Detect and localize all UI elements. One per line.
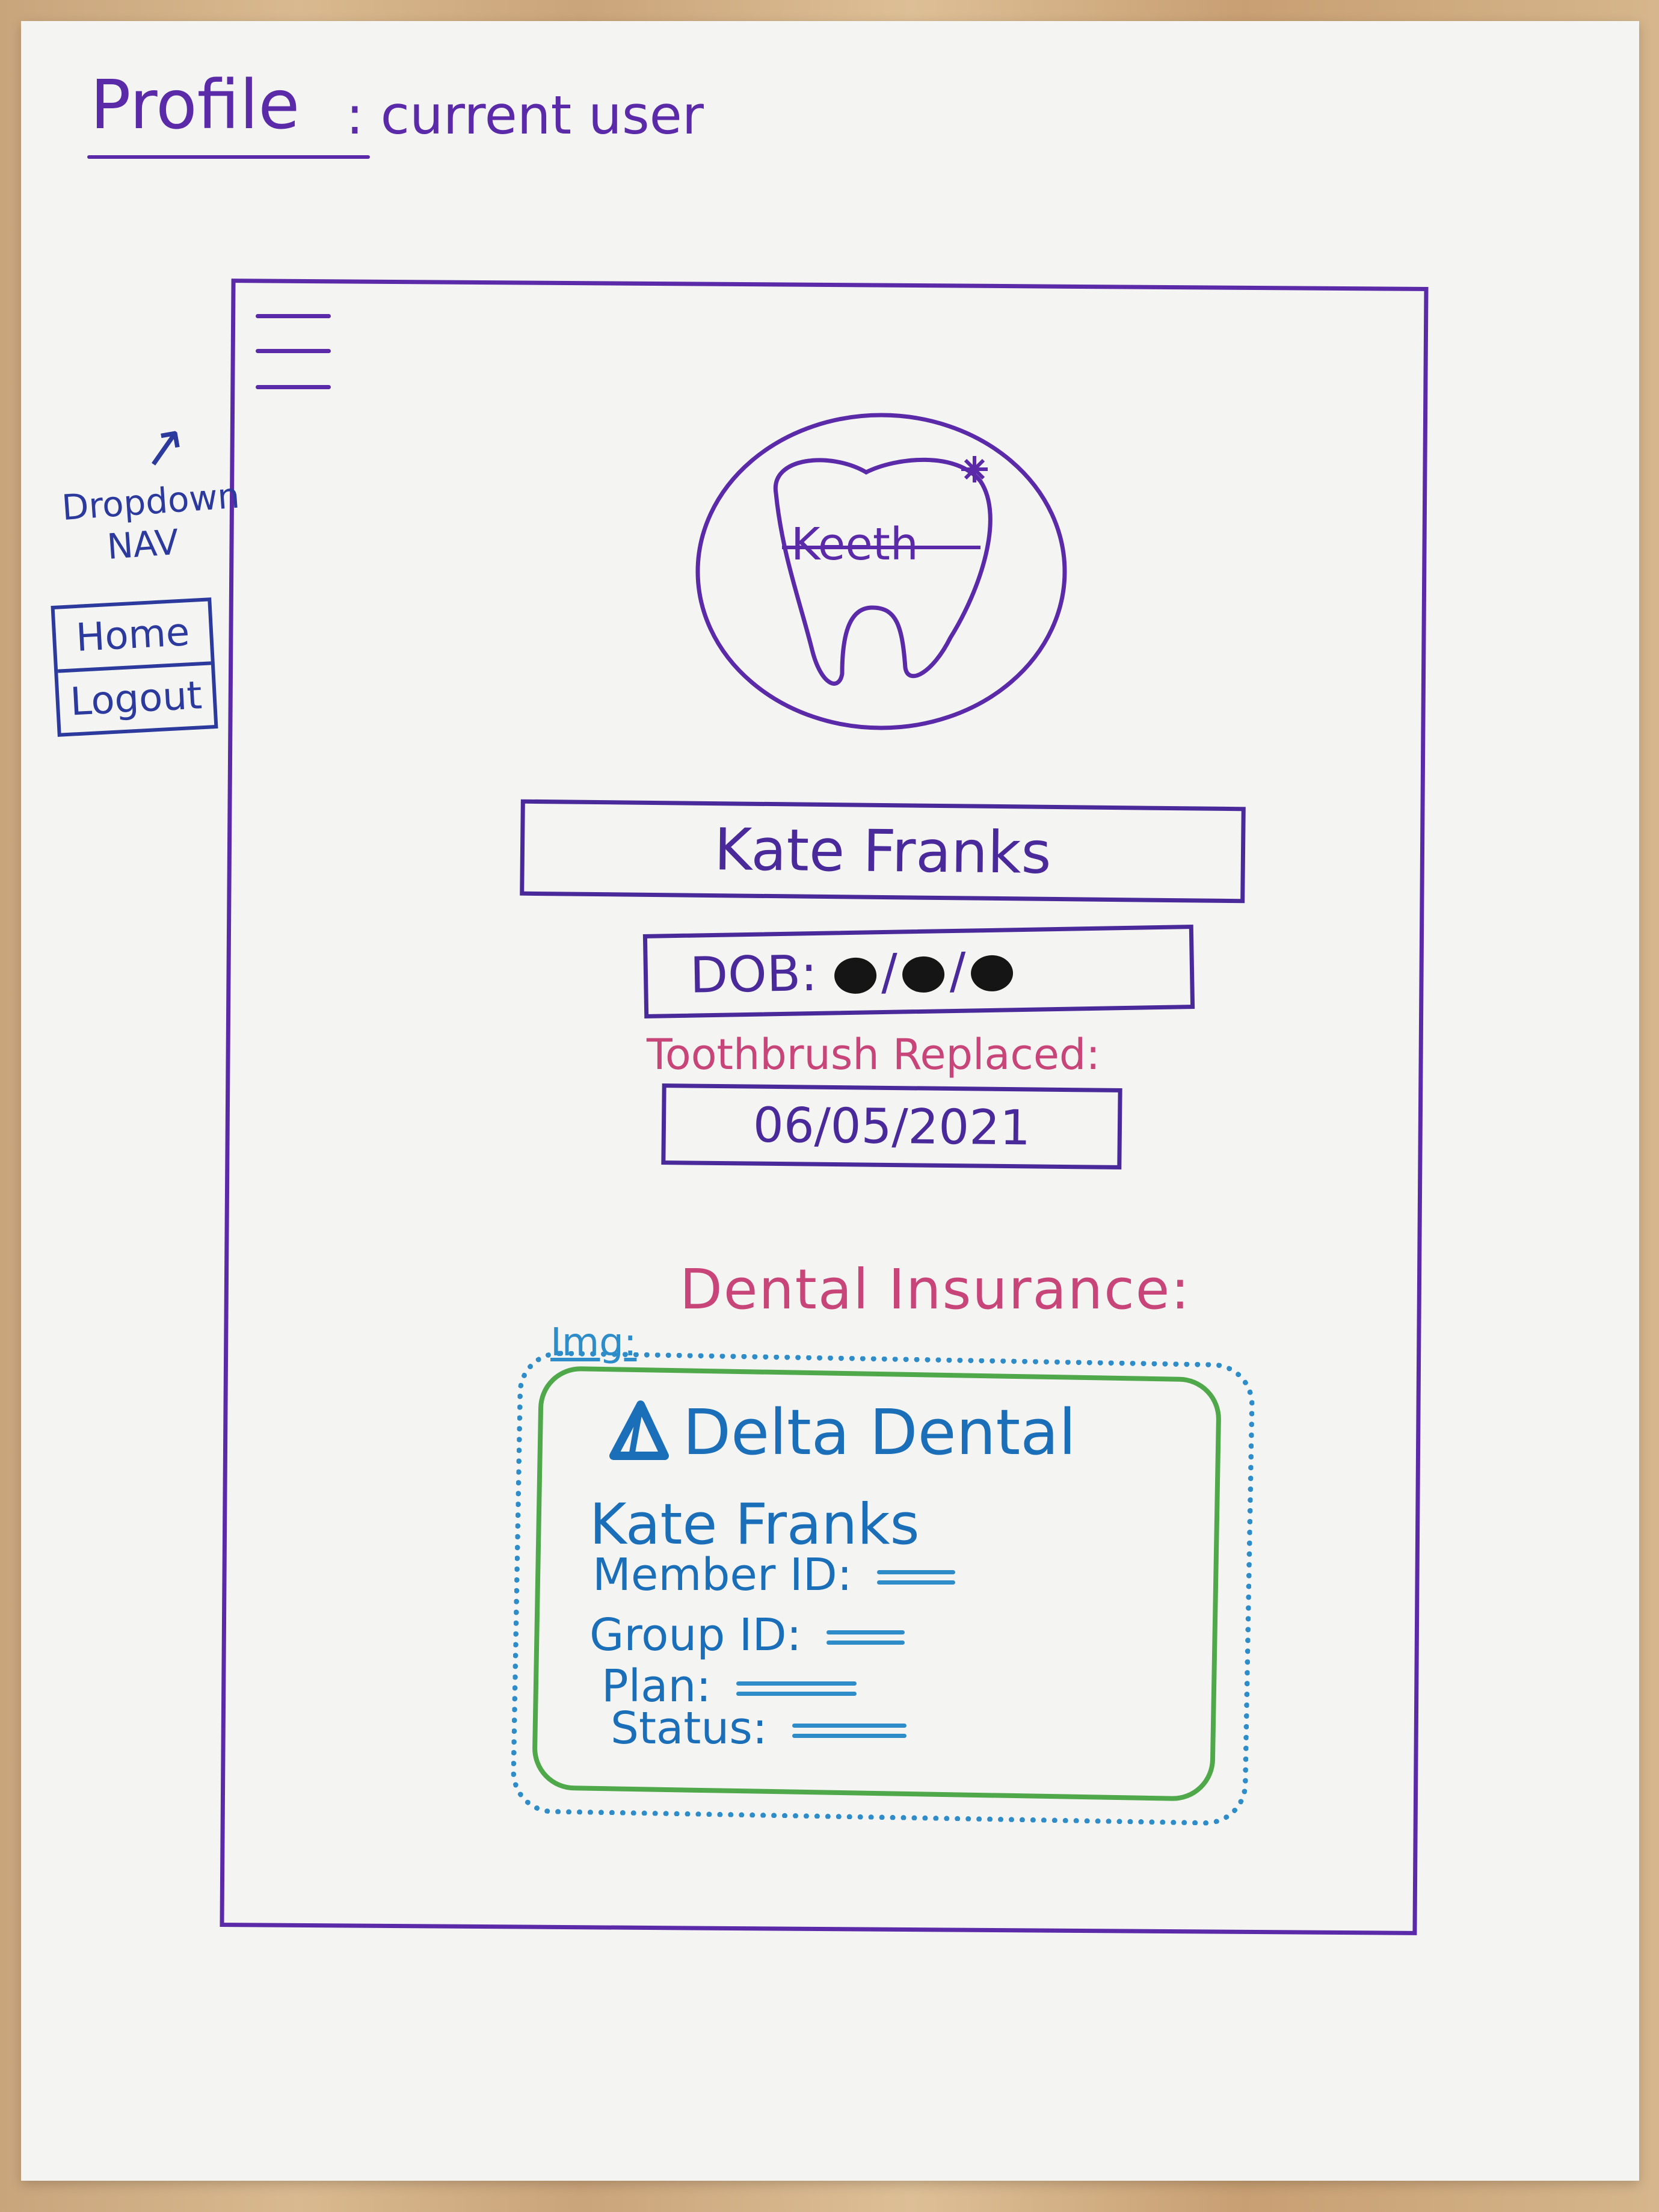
dob-box: DOB: // [642, 925, 1195, 1018]
hamburger-line [256, 349, 331, 353]
group-id-field: Group ID: [589, 1609, 905, 1661]
status-label: Status: [611, 1702, 768, 1754]
hamburger-line [256, 385, 331, 389]
nav-item-logout[interactable]: Logout [58, 661, 215, 733]
hamburger-line [256, 314, 331, 318]
logo-text: Keeth [791, 519, 919, 570]
insurance-heading: Dental Insurance: [680, 1257, 1191, 1322]
redaction-scribble-icon [902, 956, 945, 993]
group-id-label: Group ID: [589, 1609, 802, 1661]
placeholder-lines [877, 1564, 956, 1591]
paper-sheet [21, 21, 1639, 2181]
title-underline [87, 155, 370, 159]
dropdown-nav-menu: Home Logout [51, 597, 218, 737]
annotation-dropdown-nav: Dropdown NAV [60, 475, 241, 571]
tooth-icon: Keeth [695, 413, 1067, 730]
nav-item-home[interactable]: Home [75, 610, 191, 661]
dob-label: DOB: [689, 944, 818, 1005]
placeholder-lines [736, 1675, 857, 1702]
dob-redacted-value: // [829, 941, 1018, 1002]
plan-field: Plan: [602, 1660, 857, 1712]
plan-label: Plan: [602, 1660, 712, 1712]
profile-name-box: Kate Franks [520, 799, 1246, 904]
image-placeholder-label: Img: [550, 1320, 637, 1365]
member-id-field: Member ID: [592, 1549, 956, 1601]
card-holder-name: Kate Franks [589, 1492, 920, 1557]
page-title: Profile [90, 66, 300, 144]
member-id-label: Member ID: [592, 1549, 852, 1601]
placeholder-lines [826, 1624, 905, 1651]
placeholder-lines [792, 1718, 907, 1744]
insurance-provider: Delta Dental [683, 1396, 1076, 1469]
page-subtitle: : current user [346, 84, 704, 146]
redaction-scribble-icon [834, 957, 877, 994]
redaction-scribble-icon [970, 955, 1014, 992]
toothbrush-date-box: 06/05/2021 [661, 1083, 1122, 1170]
profile-name: Kate Franks [713, 816, 1052, 887]
toothbrush-replaced-label: Toothbrush Replaced: [647, 1030, 1100, 1079]
toothbrush-date: 06/05/2021 [753, 1097, 1031, 1156]
delta-logo-icon [609, 1400, 669, 1460]
status-field: Status: [611, 1702, 907, 1754]
hamburger-menu-icon[interactable] [256, 307, 334, 403]
